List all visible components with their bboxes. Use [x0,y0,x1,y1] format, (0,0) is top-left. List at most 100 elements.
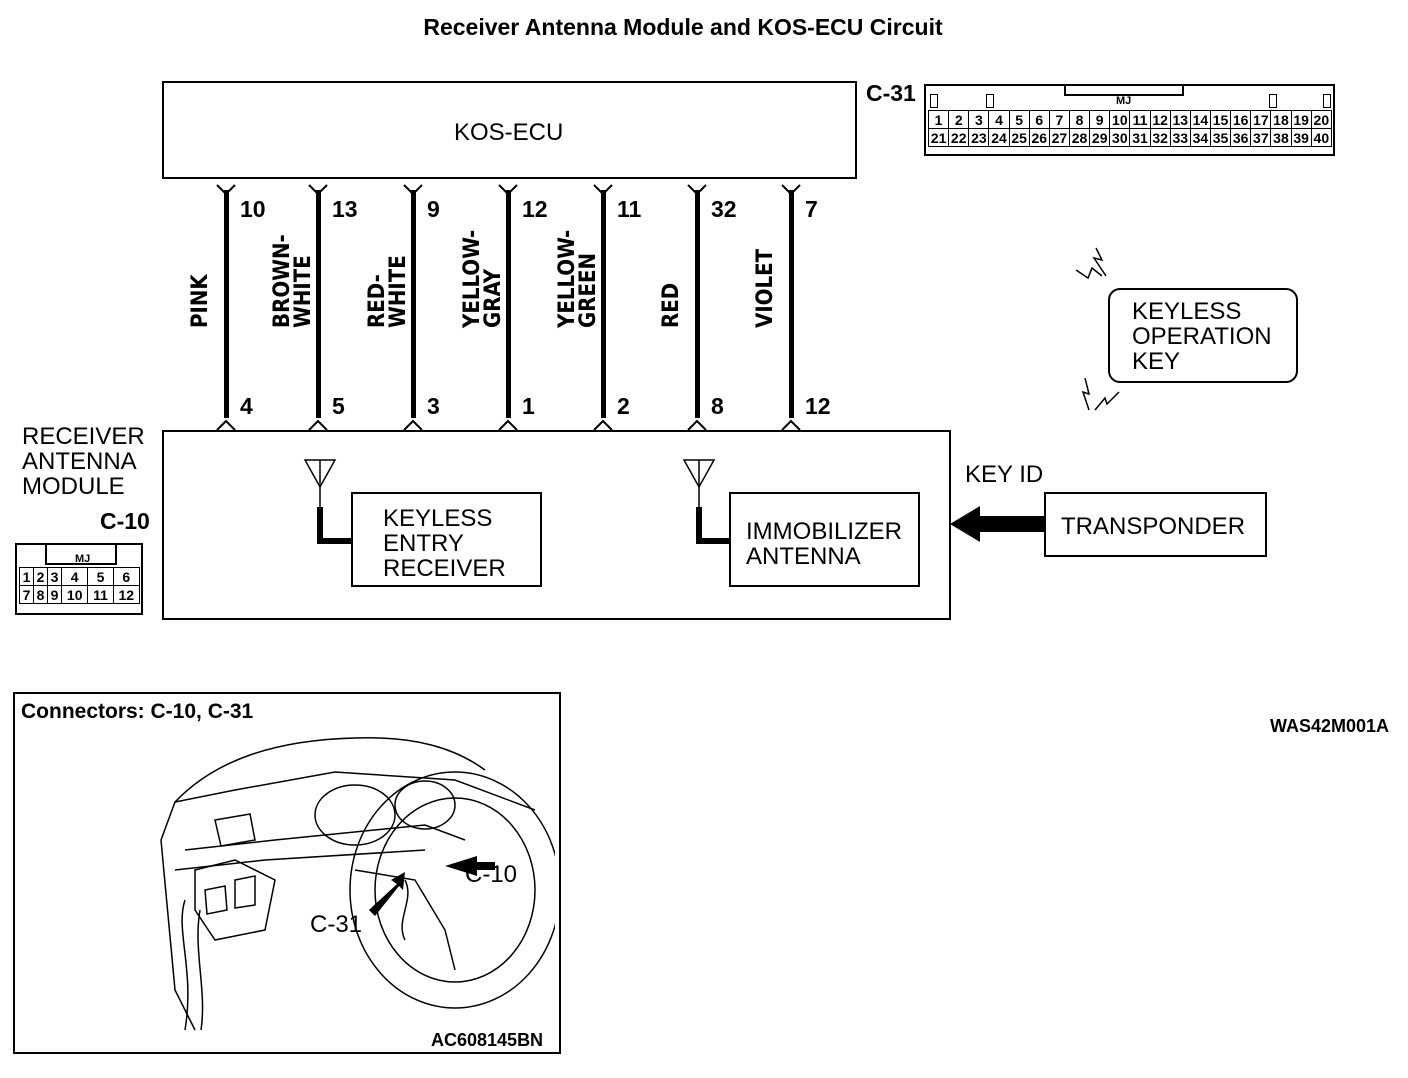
terminal-chevron-icon [498,184,518,196]
c10-key-tab [45,543,117,565]
key-line1: KEYLESS [1132,298,1242,325]
terminal-chevron-icon [403,419,423,431]
antenna-icon [303,459,354,544]
wire [695,190,700,418]
c31-pin: 1 [927,110,950,129]
c31-pin: 2 [948,110,970,129]
radio-wave-icon [1081,377,1120,411]
inset-c10-label: C-10 [465,861,518,888]
c31-pin: 35 [1209,128,1232,147]
c10-pin: 9 [47,585,62,604]
c31-pin: 27 [1048,128,1070,147]
antenna-icon [682,459,733,544]
c31-pin: 30 [1109,128,1131,147]
inset-title: Connectors: C-10, C-31 [21,700,254,723]
wire [224,190,229,418]
c31-pin: 14 [1189,110,1211,129]
kos-ecu-box: KOS-ECU [162,81,857,179]
c10-pin: 11 [87,585,114,604]
radio-wave-icon [1075,247,1107,280]
module-pin-number: 5 [332,393,345,419]
c10-pin: 1 [19,567,34,586]
c31-pin: 8 [1068,110,1091,129]
key-line2: OPERATION [1132,323,1272,350]
c31-pin: 37 [1250,128,1272,147]
receiver-line1: KEYLESS [383,505,493,532]
ecu-pin-number: 13 [332,196,358,222]
c31-pin: 32 [1149,128,1171,147]
c31-pin: 13 [1169,110,1191,129]
ecu-pin-number: 12 [522,196,548,222]
c31-pin: 29 [1089,128,1111,147]
ecu-connector-id: C-31 [866,80,916,106]
module-pin-number: 3 [427,393,440,419]
c10-pin: 10 [60,585,89,604]
c10-pin: 6 [112,567,141,586]
ecu-pin-number: 9 [427,196,440,222]
figure-code: WAS42M001A [1270,716,1390,736]
c10-pin: 3 [47,567,62,586]
keyless-operation-key-label: KEYLESS OPERATION KEY [1132,299,1272,374]
c31-pin: 17 [1250,110,1272,129]
diagram-title: Receiver Antenna Module and KOS-ECU Circ… [423,14,943,40]
c31-pin: 11 [1129,110,1151,129]
c31-pin: 38 [1270,128,1292,147]
wire [789,190,794,418]
c31-pin: 26 [1028,128,1050,147]
c31-pin: 18 [1270,110,1292,129]
wire [601,190,606,418]
keyless-operation-key-box: KEYLESS OPERATION KEY [1108,288,1298,383]
wire [411,190,416,418]
keyless-entry-receiver-box: KEYLESS ENTRY RECEIVER [351,492,542,587]
c31-pin: 22 [948,128,970,147]
c31-pin: 7 [1048,110,1070,129]
terminal-chevron-icon [403,184,423,196]
terminal-chevron-icon [781,419,801,431]
c31-pin: 5 [1008,110,1030,129]
terminal-chevron-icon [687,184,707,196]
module-pin-number: 1 [522,393,535,419]
c31-pin: 16 [1230,110,1252,129]
c31-pin: 10 [1109,110,1131,129]
immobilizer-antenna-box: IMMOBILIZER ANTENNA [729,492,920,587]
module-name: RECEIVER ANTENNA MODULE [22,424,145,499]
module-pin-number: 12 [805,393,831,419]
ecu-pin-number: 10 [240,196,266,222]
terminal-chevron-icon [498,419,518,431]
terminal-chevron-icon [308,419,328,431]
receiver-line2: ENTRY [383,530,464,557]
immobilizer-antenna-label: IMMOBILIZER ANTENNA [746,519,902,569]
terminal-chevron-icon [216,419,236,431]
module-pin-number: 8 [711,393,724,419]
keyless-entry-receiver-label: KEYLESS ENTRY RECEIVER [383,506,506,581]
c31-pin: 15 [1209,110,1232,129]
module-name-line3: MODULE [22,473,125,500]
c31-pin: 6 [1028,110,1050,129]
wire-color-label: YELLOW- GREEN [555,229,601,328]
transponder-box: TRANSPONDER [1044,492,1267,557]
wire-color-label: VIOLET [753,248,778,328]
c31-key-tab [1064,84,1184,96]
c10-pin: 12 [112,585,141,604]
c31-pin: 9 [1089,110,1111,129]
ecu-pin-number: 7 [805,196,818,222]
c31-pin: 28 [1068,128,1091,147]
module-connector-id: C-10 [100,508,150,534]
wire-color-label: PINK [188,274,213,328]
arrow-left-icon [950,506,1044,542]
key-line3: KEY [1132,348,1181,375]
immobilizer-line2: ANTENNA [746,543,861,570]
c31-connector-face: MJ [924,84,1335,156]
c31-pin: 40 [1310,128,1333,147]
inset-code: AC608145BN [431,1030,544,1050]
c31-pin: 39 [1290,128,1312,147]
connector-location-inset: Connectors: C-10, C-31 C-10 C-31 AC60814… [13,692,561,1054]
wire [506,190,511,418]
c31-pin: 19 [1290,110,1312,129]
receiver-line3: RECEIVER [383,555,506,582]
c31-pin: 36 [1230,128,1252,147]
key-id-label: KEY ID [965,461,1044,488]
module-name-line2: ANTENNA [22,448,137,475]
